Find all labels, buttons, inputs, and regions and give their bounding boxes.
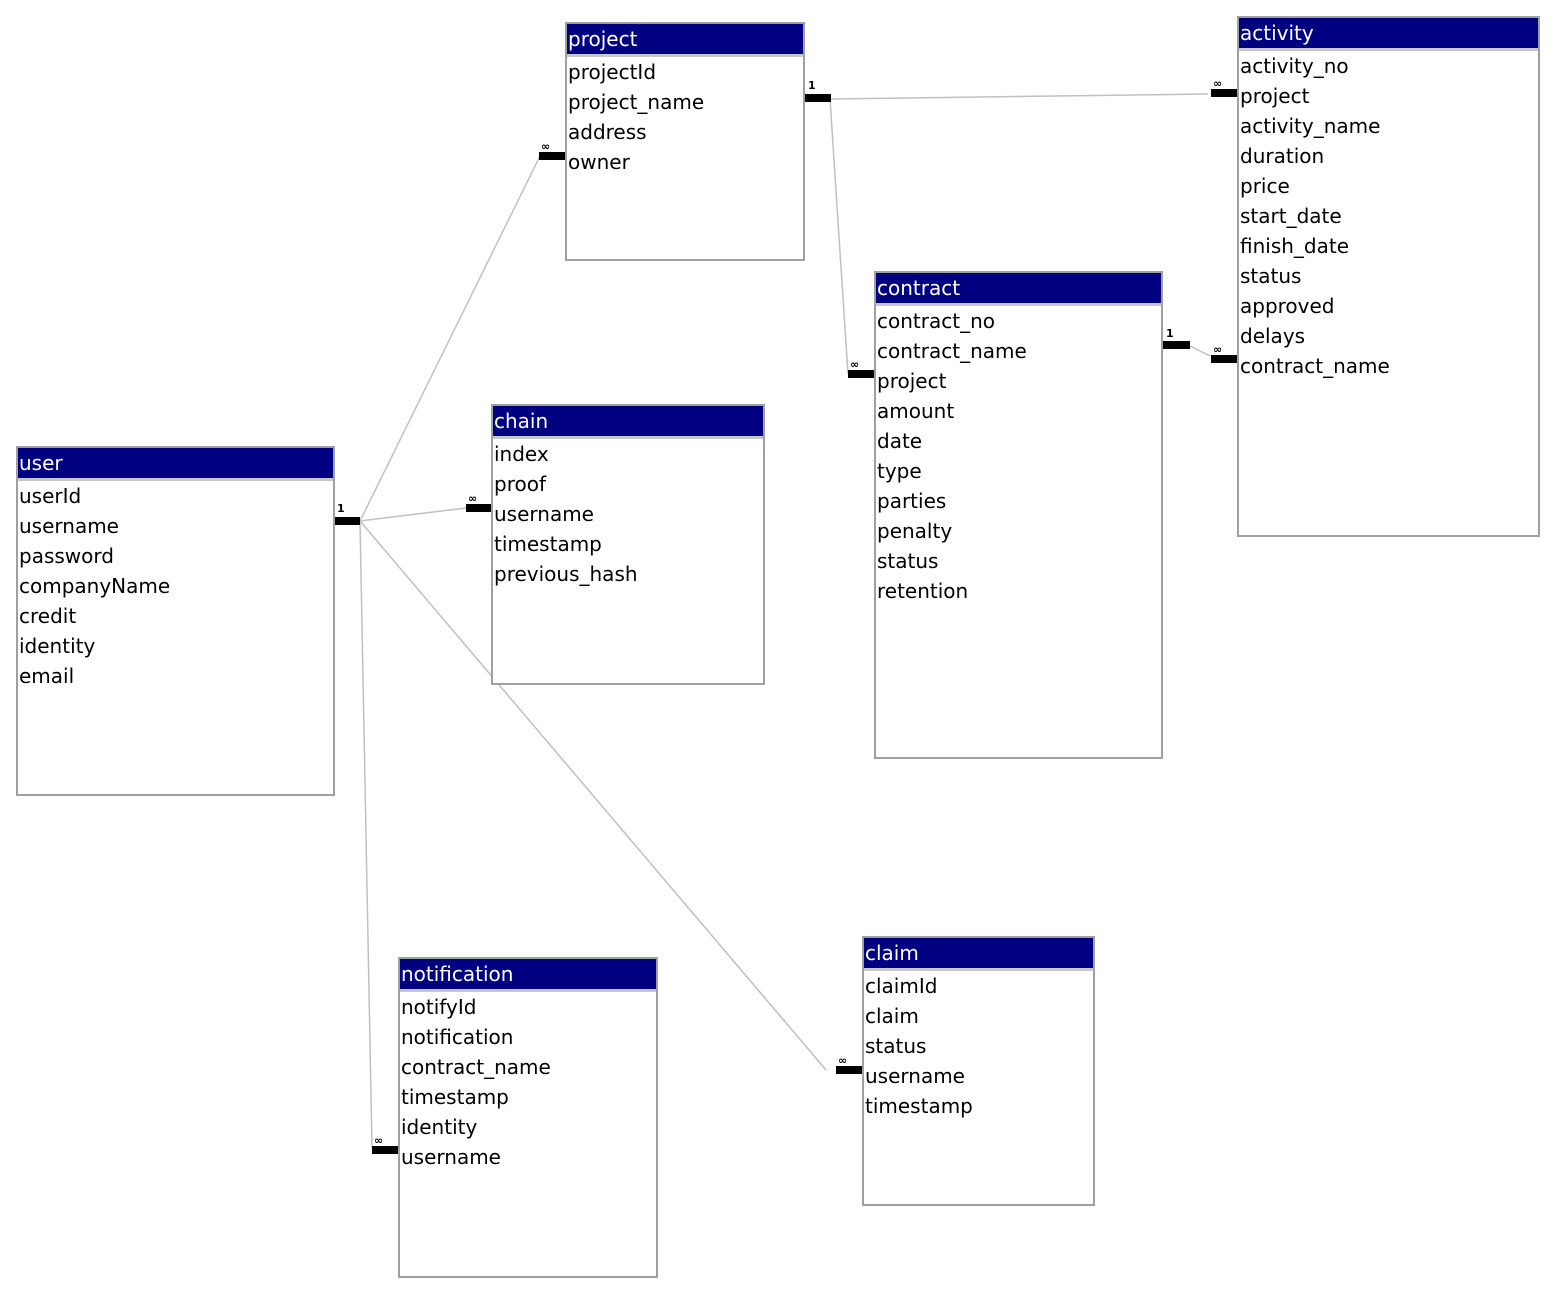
attribute-item: status	[1240, 264, 1302, 288]
attribute-item: approved	[1240, 294, 1335, 318]
attribute-list: index proof username timestamp previous_…	[493, 439, 763, 589]
svg-text:∞: ∞	[541, 140, 550, 153]
svg-text:∞: ∞	[1213, 77, 1222, 90]
attribute-item: duration	[1240, 144, 1325, 168]
entity-title: claim	[864, 938, 1093, 971]
link-project-contract	[829, 98, 849, 375]
attribute-item: parties	[877, 489, 947, 513]
attribute-item: amount	[877, 399, 955, 423]
attribute-item: claim	[865, 1004, 919, 1028]
attribute-item: retention	[877, 579, 969, 603]
link-contract-activity	[1189, 345, 1211, 357]
attribute-item: index	[494, 442, 549, 466]
attribute-item: address	[568, 120, 647, 144]
attribute-item: username	[401, 1145, 501, 1169]
attribute-item: contract_name	[877, 339, 1027, 363]
attribute-item: username	[19, 514, 119, 538]
entity-title: notification	[400, 959, 656, 992]
card-many-claim: ∞	[836, 1054, 862, 1074]
attribute-item: owner	[568, 150, 630, 174]
attribute-item: username	[865, 1064, 965, 1088]
attribute-list: contract_no contract_name project amount…	[876, 306, 1161, 606]
entity-claim[interactable]: claim claimId claim status username time…	[862, 936, 1095, 1206]
link-user-project	[359, 155, 541, 522]
entity-contract[interactable]: contract contract_no contract_name proje…	[874, 271, 1163, 759]
entity-notification[interactable]: notification notifyId notification contr…	[398, 957, 658, 1278]
attribute-list: activity_no project activity_name durati…	[1239, 51, 1538, 381]
attribute-item: penalty	[877, 519, 953, 543]
attribute-item: timestamp	[494, 532, 602, 556]
attribute-item: projectId	[568, 60, 657, 84]
attribute-item: price	[1240, 174, 1290, 198]
attribute-item: activity_name	[1240, 114, 1381, 138]
attribute-item: project	[877, 369, 947, 393]
entity-title: project	[567, 24, 803, 57]
attribute-item: timestamp	[865, 1094, 973, 1118]
card-many-activity-project: ∞	[1211, 77, 1237, 97]
attribute-item: username	[494, 502, 594, 526]
entity-title: activity	[1239, 18, 1538, 51]
attribute-item: timestamp	[401, 1085, 509, 1109]
attribute-list: notifyId notification contract_name time…	[400, 992, 656, 1172]
attribute-item: credit	[19, 604, 77, 628]
svg-text:∞: ∞	[1213, 343, 1222, 356]
card-one-user: 1	[334, 502, 360, 525]
attribute-list: userId username password companyName cre…	[18, 481, 333, 691]
attribute-item: notification	[401, 1025, 514, 1049]
attribute-item: project_name	[568, 90, 705, 114]
card-many-project: ∞	[539, 140, 565, 160]
attribute-item: identity	[401, 1115, 478, 1139]
svg-text:1: 1	[1166, 327, 1174, 340]
attribute-item: notifyId	[401, 995, 477, 1019]
svg-text:∞: ∞	[838, 1054, 847, 1067]
link-user-notification	[359, 520, 373, 1149]
card-one-contract: 1	[1163, 327, 1190, 349]
attribute-item: delays	[1240, 324, 1306, 348]
card-many-contract: ∞	[848, 358, 874, 378]
card-many-notification: ∞	[372, 1134, 398, 1154]
card-many-activity-contract: ∞	[1211, 343, 1237, 363]
attribute-item: start_date	[1240, 204, 1342, 228]
attribute-item: claimId	[865, 974, 938, 998]
link-project-activity	[829, 93, 1209, 100]
card-many-chain: ∞	[466, 492, 492, 512]
link-user-chain	[359, 507, 467, 522]
entity-activity[interactable]: activity activity_no project activity_na…	[1237, 16, 1540, 537]
attribute-list: projectId project_name address owner	[567, 57, 803, 177]
svg-text:1: 1	[808, 79, 816, 92]
attribute-item: proof	[494, 472, 546, 496]
attribute-item: project	[1240, 84, 1310, 108]
attribute-item: status	[865, 1034, 927, 1058]
attribute-item: finish_date	[1240, 234, 1350, 258]
svg-text:∞: ∞	[468, 492, 477, 505]
card-one-project: 1	[805, 79, 831, 102]
entity-chain[interactable]: chain index proof username timestamp pre…	[491, 404, 765, 685]
entity-title: user	[18, 448, 333, 481]
svg-text:1: 1	[337, 502, 345, 515]
attribute-item: companyName	[19, 574, 171, 598]
svg-text:∞: ∞	[374, 1134, 383, 1147]
attribute-item: identity	[19, 634, 96, 658]
attribute-item: userId	[19, 484, 82, 508]
attribute-item: email	[19, 664, 75, 688]
attribute-item: contract_no	[877, 309, 995, 333]
attribute-item: contract_name	[401, 1055, 551, 1079]
attribute-item: contract_name	[1240, 354, 1390, 378]
attribute-item: password	[19, 544, 114, 568]
attribute-list: claimId claim status username timestamp	[864, 971, 1093, 1121]
entity-project[interactable]: project projectId project_name address o…	[565, 22, 805, 261]
entity-user[interactable]: user userId username password companyNam…	[16, 446, 335, 796]
link-user-claim	[359, 520, 827, 1071]
attribute-item: previous_hash	[494, 562, 638, 586]
attribute-item: status	[877, 549, 939, 573]
svg-text:∞: ∞	[850, 358, 859, 371]
entity-title: chain	[493, 406, 763, 439]
entity-title: contract	[876, 273, 1161, 306]
attribute-item: type	[877, 459, 922, 483]
attribute-item: activity_no	[1240, 54, 1349, 78]
attribute-item: date	[877, 429, 923, 453]
